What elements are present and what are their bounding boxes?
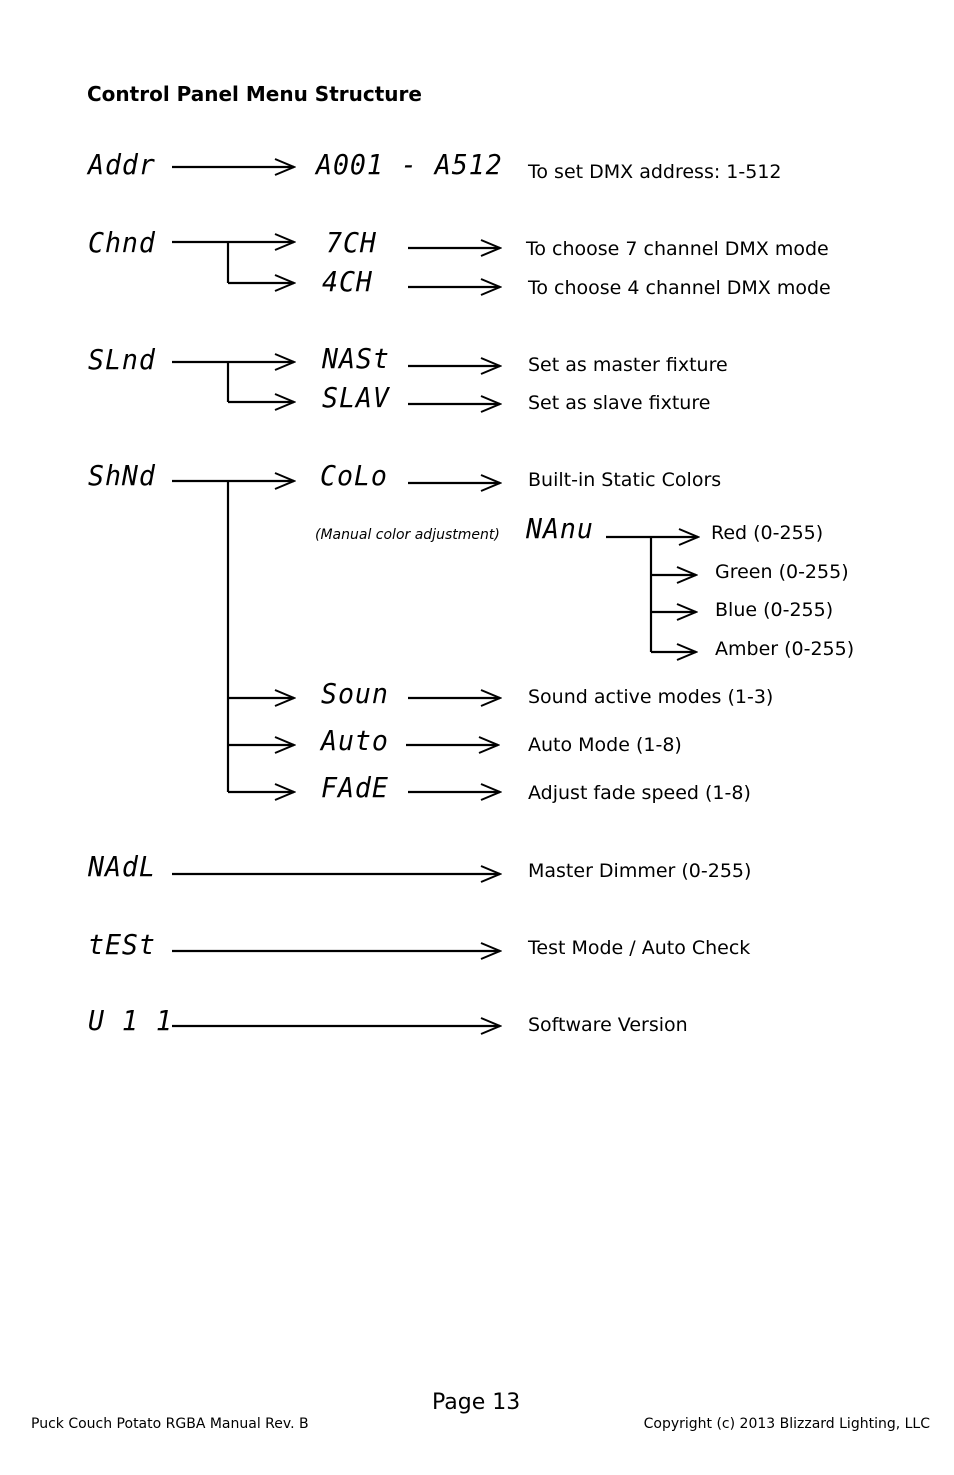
menu-code-addr: Addr bbox=[88, 148, 156, 181]
menu-code-7ch: 7CH bbox=[326, 226, 377, 259]
menu-code-fade: FAdE bbox=[321, 771, 389, 804]
menu-code-slav: SLAV bbox=[322, 381, 390, 414]
menu-code-mast: NASt bbox=[322, 342, 390, 375]
menu-code-address-range: A001 - A512 bbox=[316, 148, 503, 181]
desc-madl: Master Dimmer (0-255) bbox=[528, 860, 752, 882]
menu-code-manu: NAnu bbox=[526, 512, 594, 545]
desc-slav: Set as slave fixture bbox=[528, 392, 711, 414]
desc-soun: Sound active modes (1-3) bbox=[528, 686, 774, 708]
desc-addr: To set DMX address: 1-512 bbox=[528, 161, 782, 183]
menu-code-chnd: Chnd bbox=[88, 226, 156, 259]
channel-red: Red (0-255) bbox=[711, 522, 824, 544]
menu-code-auto: Auto bbox=[321, 724, 389, 757]
desc-auto: Auto Mode (1-8) bbox=[528, 734, 682, 756]
desc-4ch: To choose 4 channel DMX mode bbox=[528, 277, 831, 299]
channel-blue: Blue (0-255) bbox=[715, 599, 834, 621]
channel-green: Green (0-255) bbox=[715, 561, 849, 583]
desc-mast: Set as master fixture bbox=[528, 354, 728, 376]
channel-amber: Amber (0-255) bbox=[715, 638, 855, 660]
menu-code-test: tESt bbox=[88, 928, 156, 961]
menu-code-slnd: SLnd bbox=[88, 343, 156, 376]
desc-test: Test Mode / Auto Check bbox=[528, 937, 751, 959]
menu-code-madl: NAdL bbox=[88, 850, 156, 883]
footer-right: Copyright (c) 2013 Blizzard Lighting, LL… bbox=[643, 1416, 930, 1432]
menu-code-version: U 1 1 bbox=[88, 1004, 173, 1037]
desc-version: Software Version bbox=[528, 1014, 688, 1036]
footer-left: Puck Couch Potato RGBA Manual Rev. B bbox=[31, 1416, 309, 1432]
menu-code-4ch: 4CH bbox=[322, 265, 373, 298]
page-title: Control Panel Menu Structure bbox=[87, 82, 422, 106]
menu-code-soun: Soun bbox=[321, 677, 389, 710]
desc-fade: Adjust fade speed (1-8) bbox=[528, 782, 751, 804]
menu-code-shnd: ShNd bbox=[88, 459, 156, 492]
page-number: Page 13 bbox=[432, 1390, 521, 1415]
desc-7ch: To choose 7 channel DMX mode bbox=[526, 238, 829, 260]
menu-code-colo: CoLo bbox=[320, 459, 388, 492]
desc-colo: Built-in Static Colors bbox=[528, 469, 722, 491]
note-manual-color: (Manual color adjustment) bbox=[315, 527, 500, 543]
